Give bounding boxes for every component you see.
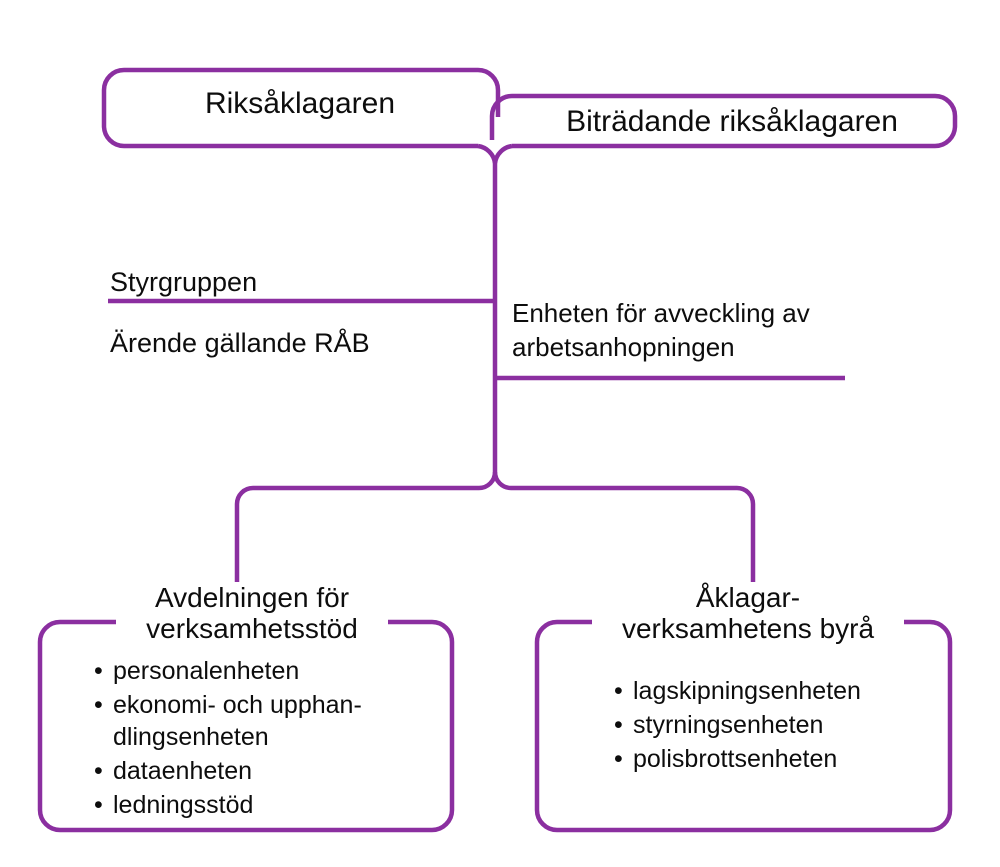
list-item[interactable]: personalenheten xyxy=(92,655,392,687)
top-junction-right xyxy=(492,143,513,164)
list-item[interactable]: polisbrottsenheten xyxy=(612,743,922,775)
aklagar-unit-list: lagskipningsenheten styrningsenheten pol… xyxy=(612,675,922,777)
list-item[interactable]: ekonomi- och upphan- dlingsenheten xyxy=(92,689,392,753)
box-title-avdelningen-for-verksamhetsstod: Avdelningen för verksamhetsstöd xyxy=(116,582,388,645)
node-styrgruppen[interactable]: Styrgruppen xyxy=(110,267,258,297)
list-item[interactable]: ledningsstöd xyxy=(92,789,392,821)
node-bitradande-riksaklagaren[interactable]: Biträdande riksåklagaren xyxy=(566,105,898,138)
list-item[interactable]: styrningsenheten xyxy=(612,709,922,741)
node-riksaklagaren[interactable]: Riksåklagaren xyxy=(204,87,396,120)
top-junction-left xyxy=(477,143,498,164)
avdelningen-unit-list: personalenheten ekonomi- och upphan- dli… xyxy=(92,655,392,823)
list-item[interactable]: lagskipningsenheten xyxy=(612,675,922,707)
node-enheten-for-avveckling[interactable]: Enheten för avveckling av arbetsanhopnin… xyxy=(512,298,810,362)
box-title-aklagarverksamhetens-byra: Åklagar- verksamhetens byrå xyxy=(592,582,904,645)
node-arende-gallande-rab[interactable]: Ärende gällande RÅB xyxy=(110,328,370,358)
list-item[interactable]: dataenheten xyxy=(92,755,392,787)
